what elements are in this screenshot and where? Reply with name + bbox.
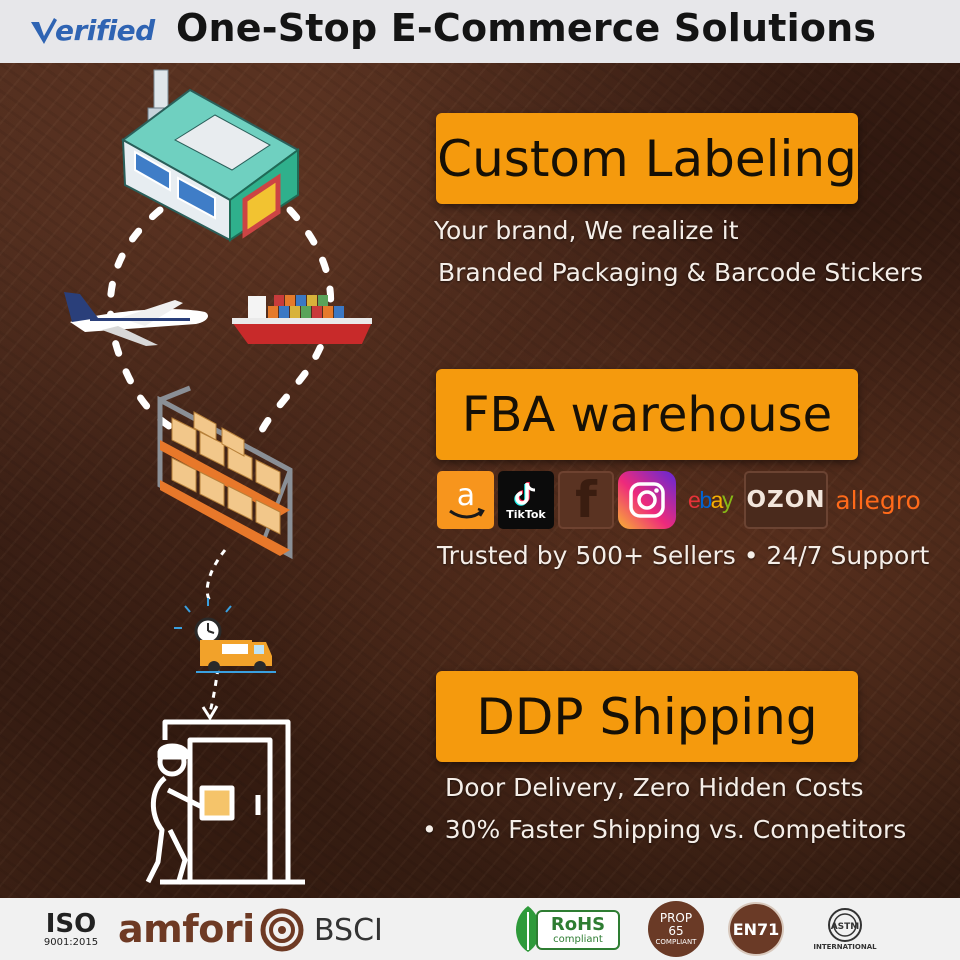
page-title: One-Stop E-Commerce Solutions	[176, 6, 877, 50]
airplane-icon	[64, 292, 209, 346]
ebay-logo-icon: e b a y	[680, 471, 740, 529]
amazon-letter: a	[456, 478, 474, 513]
tiktok-logo-icon: TikTok	[498, 471, 554, 529]
verified-text: erified	[55, 14, 155, 47]
factory-icon	[121, 69, 300, 242]
verified-logo: erified	[30, 14, 155, 47]
facebook-logo-icon: f	[558, 471, 614, 529]
ebay-letter-e: e	[688, 486, 701, 513]
certification-footer: ISO 9001:2015 amfori BSCI RoHS compliant	[0, 898, 960, 960]
prop-num: 65	[668, 924, 684, 938]
en71-label: EN71	[732, 919, 780, 939]
warehouse-shelf-icon	[157, 385, 293, 560]
checkmark-v-icon	[31, 17, 57, 44]
service-title-fba-warehouse: FBA warehouse	[461, 386, 833, 443]
iso-label: ISO	[45, 908, 97, 939]
ebay-letter-a: a	[710, 486, 724, 513]
prop-label: PROP	[659, 910, 693, 925]
service-title-box: FBA warehouse	[436, 369, 858, 460]
cargo-ship-icon	[232, 295, 372, 344]
bsci-logo-icon	[260, 908, 304, 952]
service-title-custom-labeling: Custom Labeling	[437, 129, 857, 188]
door-delivery-icon	[145, 719, 305, 885]
service-title-box: DDP Shipping	[436, 671, 858, 762]
en71-badge: EN71	[728, 902, 784, 956]
service-desc-line: Trusted by 500+ Sellers • 24/7 Support	[437, 541, 930, 570]
facebook-letter: f	[575, 471, 597, 529]
amfori-logo: amfori	[118, 906, 255, 952]
service-desc-line: Branded Packaging & Barcode Stickers	[438, 258, 924, 287]
route-left	[106, 206, 179, 434]
rohs-label: RoHS	[550, 913, 606, 935]
astm-logo-icon: ASTM INTERNATIONAL	[812, 902, 878, 956]
allegro-label: allegro	[835, 485, 921, 515]
instagram-logo-icon	[618, 471, 676, 529]
ebay-letter-y: y	[721, 486, 734, 513]
tiktok-label: TikTok	[506, 507, 546, 521]
iso-code: 9001:2015	[43, 936, 99, 948]
ebay-letter-b: b	[699, 486, 712, 513]
service-desc-line: • 30% Faster Shipping vs. Competitors	[422, 815, 907, 844]
amazon-logo-icon: a	[437, 471, 494, 529]
astm-mark: ASTM	[831, 922, 860, 932]
ozon-label: OZON	[746, 487, 826, 513]
rohs-badge: RoHS compliant	[508, 904, 620, 954]
tiktok-note-icon	[514, 481, 536, 506]
service-title-ddp-shipping: DDP Shipping	[476, 687, 818, 746]
service-desc-line: Your brand, We realize it	[434, 216, 739, 245]
allegro-logo-icon: allegro	[832, 471, 924, 529]
astm-sub: INTERNATIONAL	[813, 943, 877, 951]
delivery-truck-icon	[174, 598, 276, 673]
amfori-label: amfori	[118, 907, 255, 951]
iso-logo-icon: ISO 9001:2015	[40, 902, 102, 956]
header-bar: erified One-Stop E-Commerce Solutions	[0, 0, 960, 63]
service-title-box: Custom Labeling	[436, 113, 858, 204]
leaf-icon	[516, 906, 540, 952]
bsci-logo: BSCI	[314, 910, 383, 950]
ozon-logo-icon: OZON	[744, 471, 828, 529]
prop-sub: COMPLIANT	[655, 938, 697, 947]
bsci-label: BSCI	[314, 912, 383, 948]
rohs-sub: compliant	[553, 933, 603, 945]
prop65-badge: PROP 65 COMPLIANT	[648, 901, 704, 957]
service-desc-line: Door Delivery, Zero Hidden Costs	[445, 773, 864, 802]
